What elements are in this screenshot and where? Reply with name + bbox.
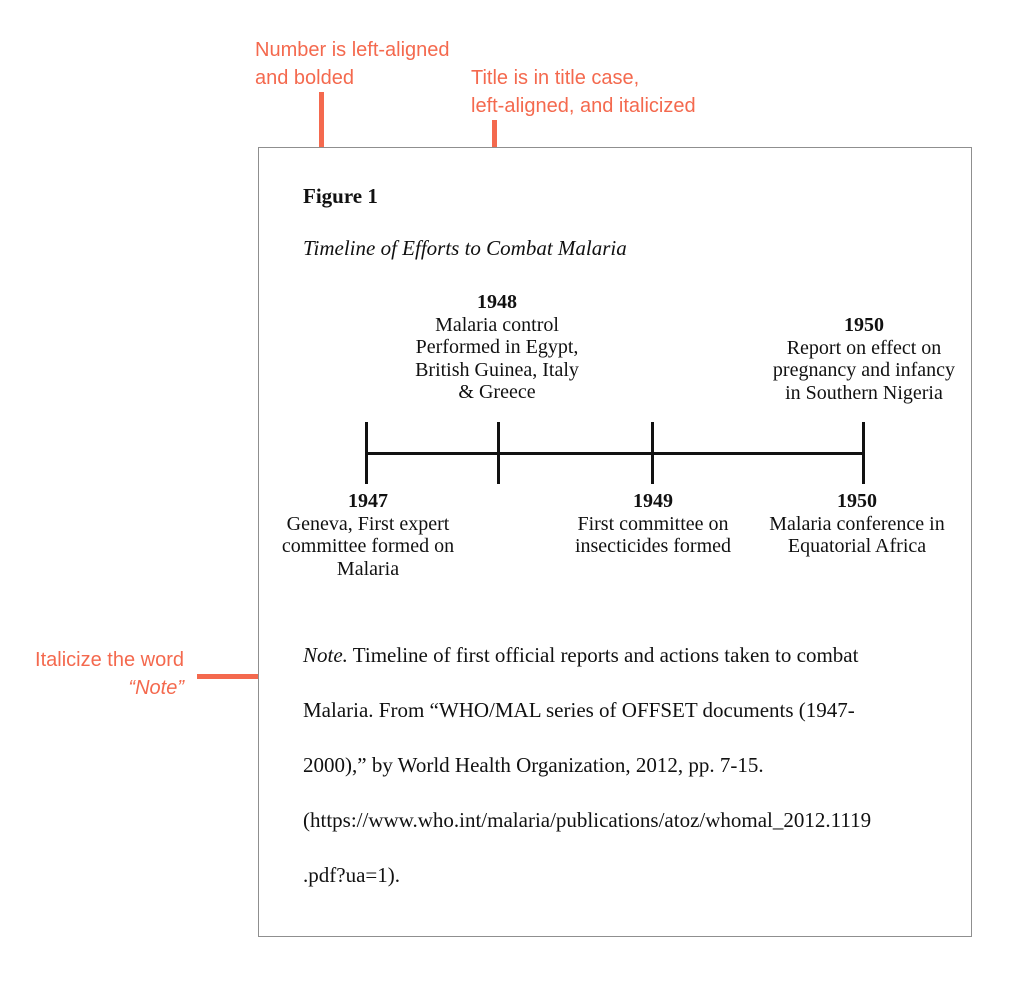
arrow-shaft [319, 92, 324, 158]
event-year: 1950 [837, 490, 877, 512]
annotation-number-rule: Number is left-aligned and bolded [255, 36, 450, 92]
note-line: Note. Timeline of first official reports… [303, 628, 975, 683]
annotation-note-rule-line2: “Note” [20, 674, 184, 702]
annotation-title-rule-line1: Title is in title case, [471, 67, 640, 89]
note-line: .pdf?ua=1). [303, 863, 400, 887]
annotation-title-rule: Title is in title case, left-aligned, an… [471, 64, 696, 120]
annotation-number-rule-line1: Number is left-aligned [255, 39, 450, 61]
event-line: pregnancy and infancy [772, 359, 956, 381]
note-line: (https://www.who.int/malaria/publication… [303, 808, 872, 832]
figure-title: Timeline of Efforts to Combat Malaria [303, 236, 627, 260]
event-line: Malaria [336, 557, 400, 580]
event-line: Geneva, First expert [286, 512, 450, 535]
timeline-axis [367, 452, 865, 455]
close-quote: ” [177, 677, 184, 699]
event-line: First committee on [577, 512, 729, 535]
figure-note: Note. Timeline of first official reports… [303, 628, 975, 903]
figure-box [258, 147, 972, 937]
timeline-tick-1950 [862, 422, 865, 484]
annotation-note-rule-line1: Italicize the word [35, 649, 184, 671]
annotation-title-rule-line2: left-aligned, and italicized [471, 95, 696, 117]
event-year: 1950 [844, 314, 884, 336]
annotation-note-rule: Italicize the word “Note” [20, 646, 184, 702]
timeline-tick-1948 [497, 422, 500, 484]
note-text: Timeline of first official reports and a… [352, 643, 859, 667]
timeline-event-1950-report: 1950 Report on effect on pregnancy and i… [749, 314, 979, 404]
event-line: Malaria conference in [769, 512, 945, 535]
event-line: insecticides formed [574, 535, 732, 557]
timeline-event-1950-conference: 1950 Malaria conference in Equatorial Af… [746, 490, 968, 558]
event-line: Report on effect on [786, 336, 942, 359]
note-word: Note [135, 677, 178, 699]
figure-number: Figure 1 [303, 184, 378, 208]
event-year: 1948 [477, 291, 517, 313]
event-line: British Guinea, Italy [415, 358, 579, 381]
note-line: Malaria. From “WHO/MAL series of OFFSET … [303, 698, 855, 722]
event-line: Equatorial Africa [787, 535, 927, 557]
note-label: Note. [303, 643, 348, 667]
event-year: 1949 [633, 490, 673, 512]
timeline-event-1949: 1949 First committee on insecticides for… [548, 490, 758, 558]
event-line: in Southern Nigeria [785, 381, 943, 404]
annotation-number-rule-line2: and bolded [255, 67, 354, 89]
open-quote: “ [128, 677, 136, 699]
event-line: Malaria control [435, 313, 559, 336]
event-line: committee formed on [281, 535, 455, 557]
event-line: & Greece [458, 381, 536, 403]
note-line: 2000),” by World Health Organization, 20… [303, 753, 764, 777]
timeline-event-1947: 1947 Geneva, First expert committee form… [257, 490, 479, 580]
arrow-shaft [197, 674, 286, 679]
timeline-tick-1947 [365, 422, 368, 484]
timeline-tick-1949 [651, 422, 654, 484]
event-line: Performed in Egypt, [415, 336, 579, 358]
event-year: 1947 [348, 490, 388, 512]
timeline-event-1948: 1948 Malaria control Performed in Egypt,… [386, 291, 608, 404]
